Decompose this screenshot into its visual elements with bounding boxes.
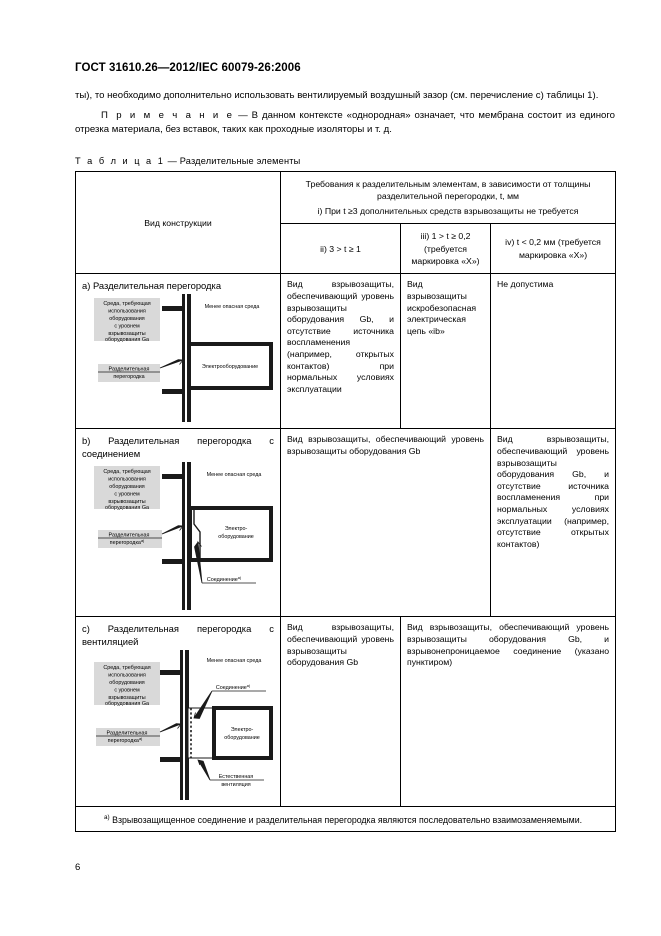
- diagram-label-joint: Соединениеа): [207, 576, 242, 583]
- row-b-title: b) Разделительная перегородка с соединен…: [82, 435, 274, 460]
- svg-text:оборудование: оборудование: [218, 534, 253, 540]
- diagram-label-equipment: Электро-: [225, 526, 248, 532]
- svg-text:оборудования Ga: оборудования Ga: [105, 337, 149, 343]
- svg-text:перегородка: перегородка: [113, 374, 144, 380]
- header-requirements: Требования к разделительным элементам, в…: [279, 170, 617, 225]
- diagram-label-less-hazardous: Менее опасная среда: [207, 472, 262, 478]
- diagram-label-partition: Разделительная: [109, 533, 150, 539]
- table-footnote: а) Взрывозащищенное соединение и раздели…: [74, 806, 617, 832]
- svg-text:с уровнем: с уровнем: [114, 688, 140, 694]
- diagram-label-hazardous-area: Среда, требующая: [103, 301, 150, 307]
- row-b-diagram: Среда, требующая использования оборудова…: [84, 462, 277, 611]
- row-c-title: c) Разделительная перегородка с вентиляц…: [82, 623, 274, 648]
- row-c-diagram: Среда, требующая использования оборудова…: [84, 650, 277, 801]
- header-range-iii-line-3: маркировка «X»): [411, 256, 480, 267]
- row-b-col4: Вид взрывозащиты, обеспечивающий уровень…: [489, 428, 617, 618]
- footnote-text: Взрывозащищенное соединение и разделител…: [109, 815, 583, 826]
- diagram-label-hazardous-area: Среда, требующая: [103, 469, 150, 475]
- header-range-iii-line-1: iii) 1 > t ≥ 0,2: [420, 231, 471, 242]
- header-requirements-line-3: i) При t ≥3 дополнительных средств взрыв…: [317, 205, 579, 216]
- row-b-construction: b) Разделительная перегородка с соединен…: [75, 428, 281, 618]
- table-header-row-2: ii) 3 > t ≥ 1 iii) 1 > t ≥ 0,2 (требуетс…: [76, 223, 617, 275]
- header-requirements-line-1: Требования к разделительным элементам, в…: [305, 179, 591, 189]
- separating-elements-table: Вид конструкции Требования к разделитель…: [74, 170, 617, 832]
- page-number: 6: [75, 862, 81, 873]
- row-a-col4: Не допустима: [489, 273, 617, 430]
- svg-text:использования: использования: [108, 309, 146, 315]
- svg-text:использования: использования: [108, 673, 146, 679]
- diagram-label-equipment: Электрооборудование: [202, 364, 258, 370]
- svg-text:взрывозащиты: взрывозащиты: [108, 331, 145, 337]
- diagram-label-partition: Разделительная: [109, 367, 150, 373]
- note-label: П р и м е ч а н и е: [101, 110, 235, 122]
- header-construction-type: Вид конструкции: [75, 170, 281, 275]
- row-b-col2: Вид взрывозащиты, обеспечивающий уровень…: [280, 428, 491, 618]
- row-a-col2: Вид взрывозащиты, обеспечивающий уровень…: [280, 273, 401, 430]
- svg-text:перегородкаа): перегородкаа): [110, 539, 145, 546]
- svg-text:оборудования: оборудования: [109, 316, 144, 322]
- svg-text:оборудования Ga: оборудования Ga: [105, 701, 149, 707]
- table-caption-label: Т а б л и ц а 1: [75, 156, 165, 166]
- header-range-iv-line-2: маркировка «X»): [518, 249, 588, 260]
- row-c-construction: c) Разделительная перегородка с вентиляц…: [75, 616, 281, 808]
- header-range-iii: iii) 1 > t ≥ 0,2 (требуется маркировка «…: [400, 223, 491, 275]
- svg-text:с уровнем: с уровнем: [114, 492, 140, 498]
- table-header-row-1: Вид конструкции Требования к разделитель…: [75, 170, 617, 275]
- table-caption-text: — Разделительные элементы: [164, 156, 301, 166]
- table-row: c) Разделительная перегородка с вентиляц…: [75, 616, 617, 808]
- row-c-col2: Вид взрывозащиты, обеспечивающий уровень…: [280, 616, 401, 808]
- header-range-iv-line-1: iv) t < 0,2 мм (требуется: [505, 237, 601, 248]
- note-paragraph: П р и м е ч а н и е — В данном контексте…: [75, 109, 615, 137]
- table-caption: Т а б л и ц а 1 — Разделительные элемент…: [75, 156, 300, 166]
- row-a-construction: a) Разделительная перегородка Среда, тре…: [75, 273, 281, 430]
- svg-text:оборудования: оборудования: [109, 680, 144, 686]
- document-header: ГОСТ 31610.26—2012/IEC 60079-26:2006: [75, 62, 301, 74]
- row-a-diagram: Среда, требующая использования оборудова…: [84, 294, 277, 423]
- header-range-ii: ii) 3 > t ≥ 1: [280, 223, 401, 275]
- table-row: b) Разделительная перегородка с соединен…: [75, 428, 617, 618]
- intro-text-block: ты), то необходимо дополнительно использ…: [75, 89, 615, 138]
- table-footnote-row: а) Взрывозащищенное соединение и раздели…: [74, 806, 617, 832]
- diagram-label-hazardous-area: Среда, требующая: [103, 665, 150, 671]
- svg-text:перегородкаа): перегородкаа): [108, 737, 143, 744]
- intro-paragraph-1: ты), то необходимо дополнительно использ…: [75, 90, 599, 101]
- diagram-label-ventilation: Естественная: [219, 774, 254, 780]
- footnote-marker: а): [104, 814, 110, 822]
- row-a-title: a) Разделительная перегородка: [82, 280, 222, 292]
- svg-text:оборудование: оборудование: [224, 735, 259, 741]
- row-c-col3: Вид взрывозащиты, обеспечивающий уровень…: [399, 616, 617, 808]
- svg-text:с уровнем: с уровнем: [114, 324, 140, 330]
- svg-text:вентиляция: вентиляция: [221, 782, 250, 788]
- svg-text:использования: использования: [108, 477, 146, 483]
- header-range-iv: iv) t < 0,2 мм (требуется маркировка «X»…: [489, 223, 617, 275]
- diagram-label-joint: Соединениеа): [216, 684, 251, 691]
- svg-text:взрывозащиты: взрывозащиты: [108, 499, 145, 505]
- diagram-label-less-hazardous: Менее опасная среда: [205, 304, 260, 310]
- row-a-col3: Вид взрывозащиты искробезопасная электри…: [400, 273, 491, 430]
- header-requirements-line-2: разделительной перегородки, t, мм: [377, 191, 520, 202]
- svg-text:взрывозащиты: взрывозащиты: [108, 695, 145, 701]
- table-row: a) Разделительная перегородка Среда, тре…: [75, 273, 617, 430]
- diagram-label-less-hazardous: Менее опасная среда: [207, 658, 262, 664]
- note-body: — В данном контексте «однородная» означа…: [75, 110, 616, 136]
- header-range-iii-line-2: (требуется: [424, 243, 467, 254]
- diagram-label-equipment: Электро-: [231, 727, 254, 733]
- svg-text:оборудования Ga: оборудования Ga: [105, 505, 149, 511]
- svg-text:оборудования: оборудования: [109, 484, 144, 490]
- diagram-label-partition: Разделительная: [107, 731, 148, 737]
